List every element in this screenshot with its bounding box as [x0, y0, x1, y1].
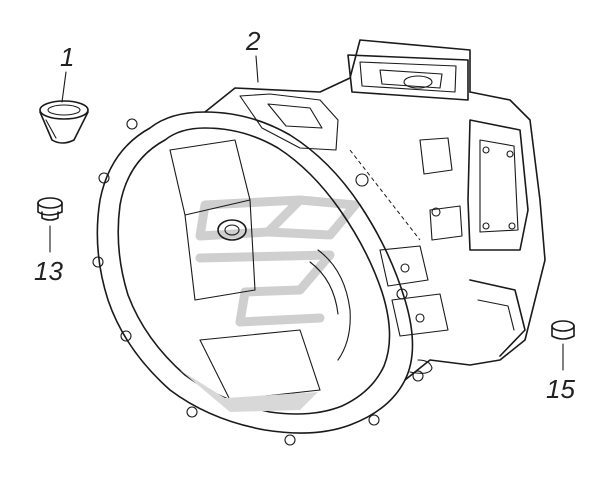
watermark-emblem [195, 195, 360, 327]
bolt-plug-icon[interactable] [37, 197, 63, 253]
bushing-icon[interactable] [39, 71, 89, 144]
callout-2: 2 [245, 26, 261, 56]
clutch-housing-icon[interactable] [92, 39, 546, 446]
callout-13: 13 [34, 256, 63, 286]
callout-1: 1 [60, 42, 74, 72]
callout-15: 15 [546, 374, 575, 404]
plug-icon[interactable] [551, 320, 575, 371]
